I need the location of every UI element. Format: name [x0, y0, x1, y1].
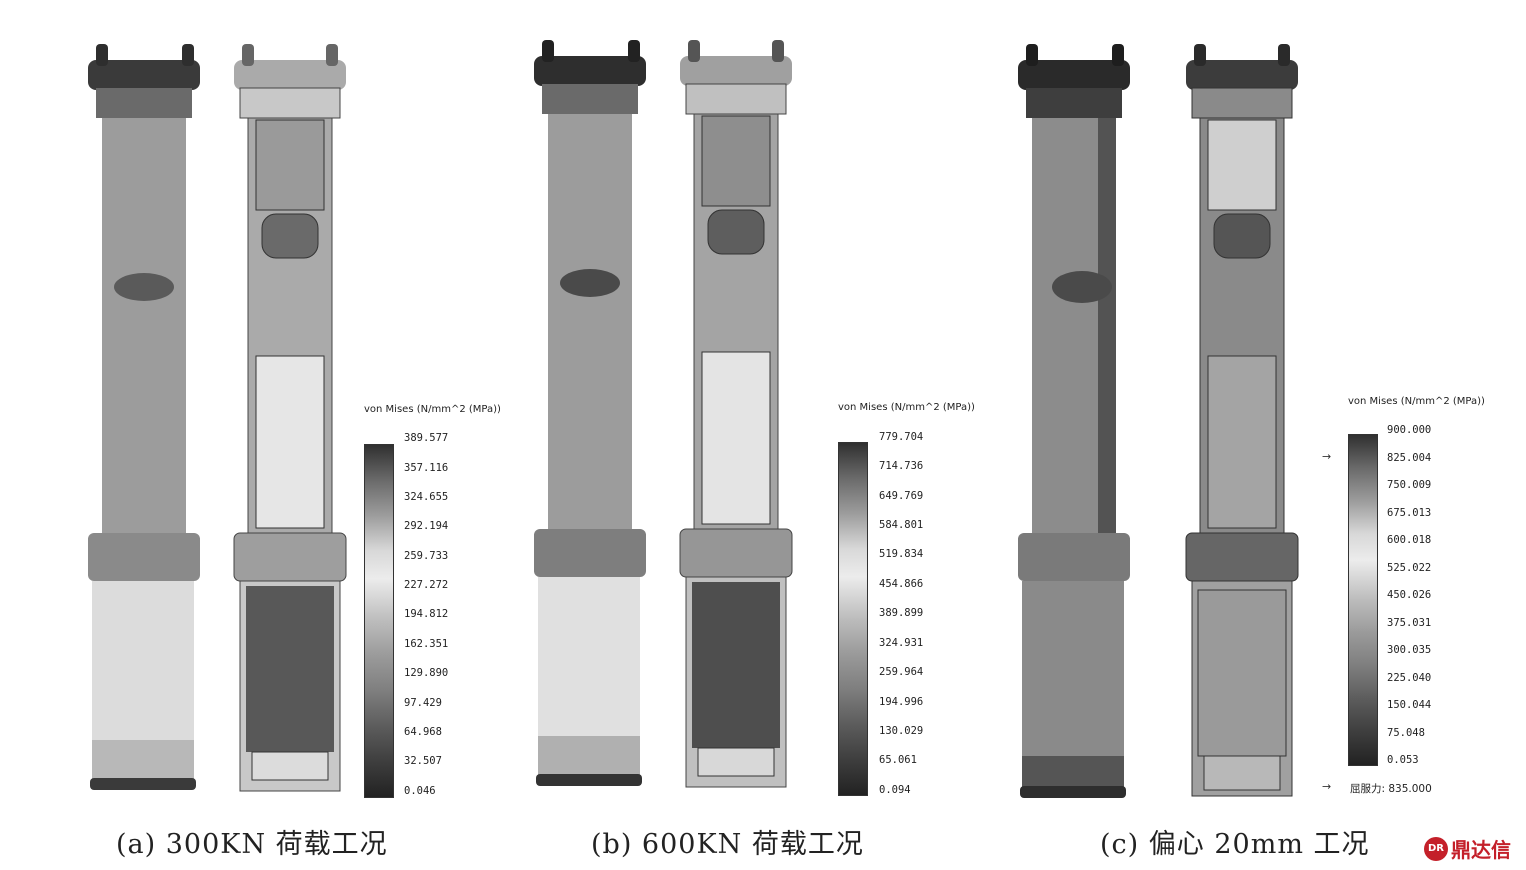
tick-label: 225.040: [1387, 672, 1432, 684]
tick-label: 450.026: [1387, 589, 1432, 601]
tick-label: 389.577: [404, 432, 449, 444]
section-view-b: [679, 40, 793, 788]
tick-label: 649.769: [879, 490, 924, 502]
tick-label: 97.429: [404, 697, 442, 709]
tick-label: 584.801: [879, 519, 924, 531]
caption-b: (b) 600KN 荷载工况: [591, 829, 864, 860]
tick-label: 227.272: [404, 579, 449, 591]
tick-label: 259.964: [879, 666, 924, 678]
colorbar-a: [364, 444, 394, 798]
tick-label: 825.004: [1387, 452, 1432, 464]
model-a: [88, 44, 347, 792]
yield-strength-label: 屈服力: 835.000: [1350, 783, 1432, 795]
tick-label: 357.116: [404, 462, 449, 474]
panel-c: von Mises (N/mm^2 (MPa)) → 900.000 825.0…: [930, 0, 1526, 870]
tick-label: 130.029: [879, 725, 924, 737]
tick-label: 324.655: [404, 491, 449, 503]
tick-label: 324.931: [879, 637, 924, 649]
tick-label: 0.094: [879, 784, 911, 796]
tick-label: 194.812: [404, 608, 449, 620]
colorbar-b: [838, 442, 868, 796]
tick-label: 0.046: [404, 785, 436, 797]
tick-label: 900.000: [1387, 424, 1432, 436]
tick-label: 75.048: [1387, 727, 1425, 739]
brand-logo: DR 鼎达信: [1424, 834, 1511, 863]
logo-text: 鼎达信: [1451, 838, 1511, 862]
tick-label: 32.507: [404, 755, 442, 767]
tick-label: 292.194: [404, 520, 449, 532]
exterior-view-c: [1018, 44, 1130, 798]
colorbar-c: [1348, 434, 1378, 766]
model-c: [1018, 44, 1299, 798]
tick-label: 129.890: [404, 667, 449, 679]
legend-title-b: von Mises (N/mm^2 (MPa)): [838, 402, 975, 413]
tick-label: 519.834: [879, 548, 924, 560]
tick-label: 714.736: [879, 460, 924, 472]
tick-label: 389.899: [879, 607, 924, 619]
logo-badge-icon: DR: [1424, 836, 1448, 861]
legend-title-a: von Mises (N/mm^2 (MPa)): [364, 404, 501, 415]
tick-label: 150.044: [1387, 699, 1432, 711]
panel-b: von Mises (N/mm^2 (MPa)) 779.704 714.736…: [446, 0, 975, 870]
model-b: [534, 40, 793, 788]
tick-label: 675.013: [1387, 507, 1432, 519]
section-view-a: [233, 44, 347, 792]
section-view-c: [1185, 44, 1299, 797]
yield-arrow-icon: →: [1322, 780, 1332, 793]
caption-a: (a) 300KN 荷载工况: [116, 829, 388, 860]
panel-a: von Mises (N/mm^2 (MPa)) 389.577 357.116…: [0, 0, 501, 870]
tick-label: 64.968: [404, 726, 442, 738]
tick-label: 375.031: [1387, 617, 1432, 629]
caption-c: (c) 偏心 20mm 工况: [1100, 829, 1370, 860]
tick-label: 162.351: [404, 638, 449, 650]
tick-label: 750.009: [1387, 479, 1432, 491]
yield-marker-arrow-icon: →: [1322, 450, 1332, 463]
tick-label: 194.996: [879, 696, 924, 708]
tick-label: 65.061: [879, 754, 917, 766]
tick-label: 779.704: [879, 431, 924, 443]
tick-label: 600.018: [1387, 534, 1432, 546]
legend-title-c: von Mises (N/mm^2 (MPa)): [1348, 396, 1485, 407]
tick-label: 454.866: [879, 578, 924, 590]
exterior-view-a: [88, 44, 200, 790]
exterior-view-b: [534, 40, 646, 786]
tick-label: 259.733: [404, 550, 449, 562]
tick-label: 300.035: [1387, 644, 1432, 656]
tick-label: 0.053: [1387, 754, 1419, 766]
tick-label: 525.022: [1387, 562, 1432, 574]
